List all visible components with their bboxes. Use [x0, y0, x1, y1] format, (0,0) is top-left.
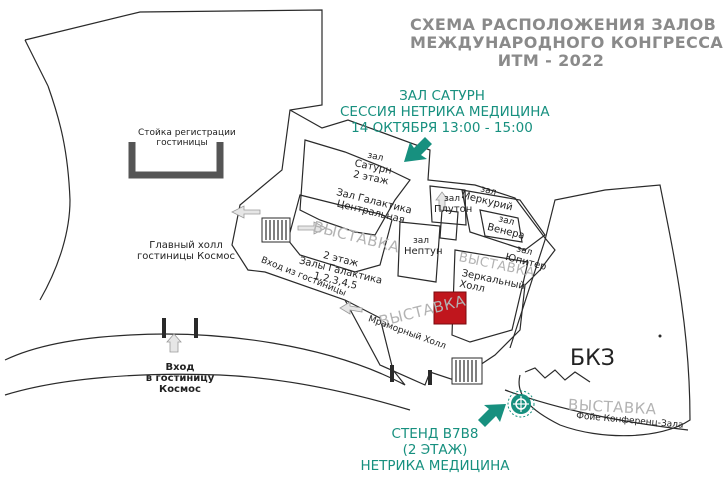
arrow-double-icon	[339, 301, 363, 315]
foyer-steps	[524, 367, 591, 383]
galaktika-central-wall	[287, 194, 393, 273]
entry-door-left	[162, 318, 198, 338]
bkz-label: БКЗ	[570, 346, 615, 371]
session-date-time: 14 ОКТЯБРЯ 13:00 - 15:00	[351, 120, 533, 136]
escalator-icon	[261, 217, 291, 243]
main-hall-inner-wall	[39, 85, 71, 301]
stand-callout: СТЕНД В7В8 (2 ЭТАЖ) НЕТРИКА МЕДИЦИНА	[360, 426, 510, 474]
title-line-1: СХЕМА РАСПОЛОЖЕНИЯ ЗАЛОВ	[410, 15, 717, 34]
saturn-hall-wall	[299, 139, 411, 236]
hall-pluton-line-1: зал	[443, 194, 461, 204]
stand-company: НЕТРИКА МЕДИЦИНА	[360, 458, 510, 474]
stand-number: СТЕНД В7В8	[391, 426, 479, 442]
arrow-down-left-icon	[404, 137, 432, 162]
main-hall-label: Главный холл гостиницы Космос	[136, 240, 236, 262]
bkz-outline	[509, 184, 691, 437]
pluton-wall	[429, 185, 467, 226]
main-entrance-line-1: Вход	[165, 362, 195, 373]
reception-label: Стойка регистрации гостиницы	[138, 128, 236, 148]
session-callout: ЗАЛ САТУРН СЕССИЯ НЕТРИКА МЕДИЦИНА 14 ОК…	[340, 88, 550, 136]
hall-neptun-line-1: зал	[412, 236, 430, 246]
stand-floor: (2 ЭТАЖ)	[402, 442, 468, 458]
arrow-left-icon	[231, 205, 261, 219]
bkz-marker-dot	[658, 334, 662, 338]
reception-desk	[128, 142, 224, 179]
title-line-2: МЕЖДУНАРОДНОГО КОНГРЕССА	[410, 33, 723, 52]
arrow-up-icon	[166, 333, 182, 353]
stand-red-square[interactable]	[433, 291, 467, 325]
reception-label-line-1: Стойка регистрации	[138, 128, 236, 138]
main-entrance-label: Вход в гостиницу Космос	[140, 362, 220, 395]
main-entrance-line-3: Космос	[159, 384, 201, 395]
session-name: СЕССИЯ НЕТРИКА МЕДИЦИНА	[340, 104, 550, 120]
escalator-icon	[451, 357, 483, 385]
crosshair-target-icon[interactable]	[507, 390, 535, 418]
hall-neptun-line-2: Нептун	[404, 246, 443, 257]
stair-block	[439, 209, 459, 241]
main-hall-outline	[4, 9, 406, 386]
hall-pluton-line-2: Плутон	[434, 204, 473, 215]
session-hall-name: ЗАЛ САТУРН	[399, 88, 485, 104]
arrow-up-right-icon	[478, 404, 506, 427]
main-hall-label-line-2: гостиницы Космос	[137, 251, 235, 262]
title-line-3: ИТМ - 2022	[497, 51, 605, 70]
merkury-wall	[461, 189, 546, 251]
marble-door-marks	[390, 365, 432, 385]
arrow-right-icon	[297, 221, 327, 235]
lower-wall	[4, 373, 411, 411]
main-hall-label-line-1: Главный холл	[149, 240, 223, 251]
main-hall-side-wall	[24, 39, 49, 87]
neptun-wall	[397, 221, 441, 283]
hall-pluton-label[interactable]: зал Плутон	[434, 194, 473, 215]
main-entrance-line-2: в гостиницу	[145, 373, 215, 384]
map-title: СХЕМА РАСПОЛОЖЕНИЯ ЗАЛОВ МЕЖДУНАРОДНОГО …	[410, 15, 723, 70]
venera-wall	[479, 209, 523, 243]
hall-neptun-label[interactable]: зал Нептун	[404, 236, 443, 257]
reception-label-line-2: гостиницы	[156, 138, 208, 148]
arrow-up-icon	[435, 191, 449, 211]
